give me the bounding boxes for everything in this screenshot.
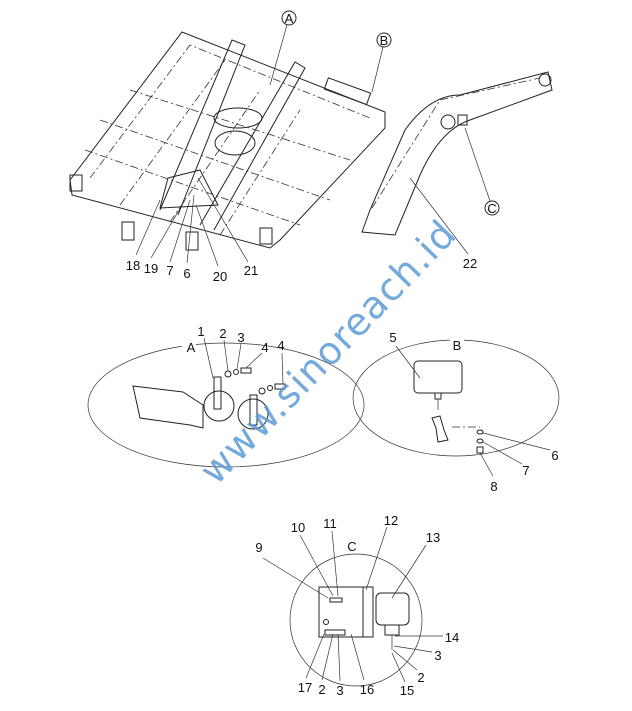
callout-11: 11 bbox=[323, 516, 337, 531]
callout-5: 5 bbox=[389, 330, 396, 345]
callout-13: 13 bbox=[426, 530, 440, 545]
callout-8: 8 bbox=[490, 479, 497, 494]
detail-c-title: C bbox=[347, 539, 356, 554]
callout-6: 6 bbox=[551, 448, 558, 463]
detail-c: C 9 10 11 12 13 14 3 2 15 17 2 3 16 bbox=[255, 513, 459, 698]
callout-3: 3 bbox=[237, 330, 244, 345]
callout-20: 20 bbox=[213, 269, 227, 284]
callout-12: 12 bbox=[384, 513, 398, 528]
callout-14: 14 bbox=[445, 630, 459, 645]
detail-b-title: B bbox=[453, 338, 462, 353]
callout-15: 15 bbox=[400, 683, 414, 698]
callout-3: 3 bbox=[434, 648, 441, 663]
marker-a: A bbox=[285, 11, 294, 26]
callout-3b: 3 bbox=[336, 683, 343, 698]
callout-1: 1 bbox=[197, 324, 204, 339]
marker-b: B bbox=[380, 33, 389, 48]
callout-18: 18 bbox=[126, 258, 140, 273]
callout-2b: 2 bbox=[318, 682, 325, 697]
detail-a: A 1 2 3 4 4 bbox=[87, 324, 365, 468]
callout-4: 4 bbox=[261, 340, 268, 355]
callout-6: 6 bbox=[183, 266, 190, 281]
callout-22: 22 bbox=[463, 256, 477, 271]
callout-9: 9 bbox=[255, 540, 262, 555]
upper-frame-drawing bbox=[69, 31, 386, 251]
callout-19: 19 bbox=[144, 261, 158, 276]
callout-2: 2 bbox=[219, 326, 226, 341]
callout-16: 16 bbox=[360, 682, 374, 697]
boom-drawing bbox=[361, 71, 553, 236]
callout-2: 2 bbox=[417, 670, 424, 685]
callout-10: 10 bbox=[291, 520, 305, 535]
detail-a-title: A bbox=[187, 340, 196, 355]
detail-b: B 5 6 7 8 bbox=[352, 330, 560, 494]
callout-4b: 4 bbox=[277, 338, 284, 353]
overview-markers: A B C 18 19 7 6 20 21 22 bbox=[126, 10, 500, 284]
callout-7: 7 bbox=[166, 263, 173, 278]
callout-21: 21 bbox=[244, 263, 258, 278]
callout-17: 17 bbox=[298, 680, 312, 695]
marker-c: C bbox=[487, 201, 496, 216]
callout-7: 7 bbox=[522, 463, 529, 478]
